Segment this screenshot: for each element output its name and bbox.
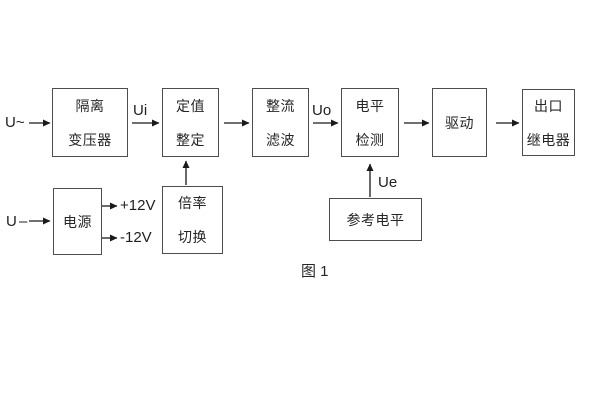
signal-label-ui: Ui — [133, 102, 148, 119]
block-power-supply: 电源 — [53, 188, 102, 255]
signal-label-dc-dash: – — [19, 213, 28, 230]
block-output-relay: 出口 继电器 — [522, 89, 575, 156]
block-level-detection: 电平 检测 — [341, 88, 399, 157]
block-label: 驱动 — [445, 114, 474, 131]
signal-label-ac-input: U~ — [5, 114, 25, 131]
block-label: 滤波 — [266, 131, 295, 148]
block-label: 参考电平 — [346, 211, 405, 228]
block-label: 变压器 — [68, 131, 112, 148]
block-label: 检测 — [355, 131, 385, 148]
block-label: 倍率 — [178, 195, 207, 211]
block-label: 定值 — [176, 97, 205, 114]
block-rectify-filter: 整流 滤波 — [252, 88, 309, 157]
block-reference-level: 参考电平 — [329, 198, 422, 241]
block-label: 隔离 — [75, 97, 105, 114]
block-label: 整定 — [176, 131, 205, 148]
block-label: 继电器 — [526, 131, 571, 148]
signal-label-ue: Ue — [378, 174, 398, 191]
block-isolation-transformer: 隔离 变压器 — [52, 88, 128, 157]
block-label: 电平 — [355, 97, 385, 114]
block-ratio-switch: 倍率 切换 — [162, 186, 223, 254]
signal-label-minus-12v: -12V — [120, 229, 152, 246]
block-label: 出口 — [534, 97, 563, 114]
signal-label-dc-input: U — [6, 213, 17, 230]
block-driver: 驱动 — [432, 88, 487, 157]
block-value-setting: 定值 整定 — [162, 88, 219, 157]
signal-label-plus-12v: +12V — [120, 197, 156, 214]
signal-label-uo: Uo — [312, 102, 332, 119]
figure-caption: 图 1 — [301, 263, 329, 280]
block-label: 电源 — [63, 213, 92, 230]
block-label: 切换 — [178, 229, 207, 245]
block-label: 整流 — [266, 97, 295, 114]
